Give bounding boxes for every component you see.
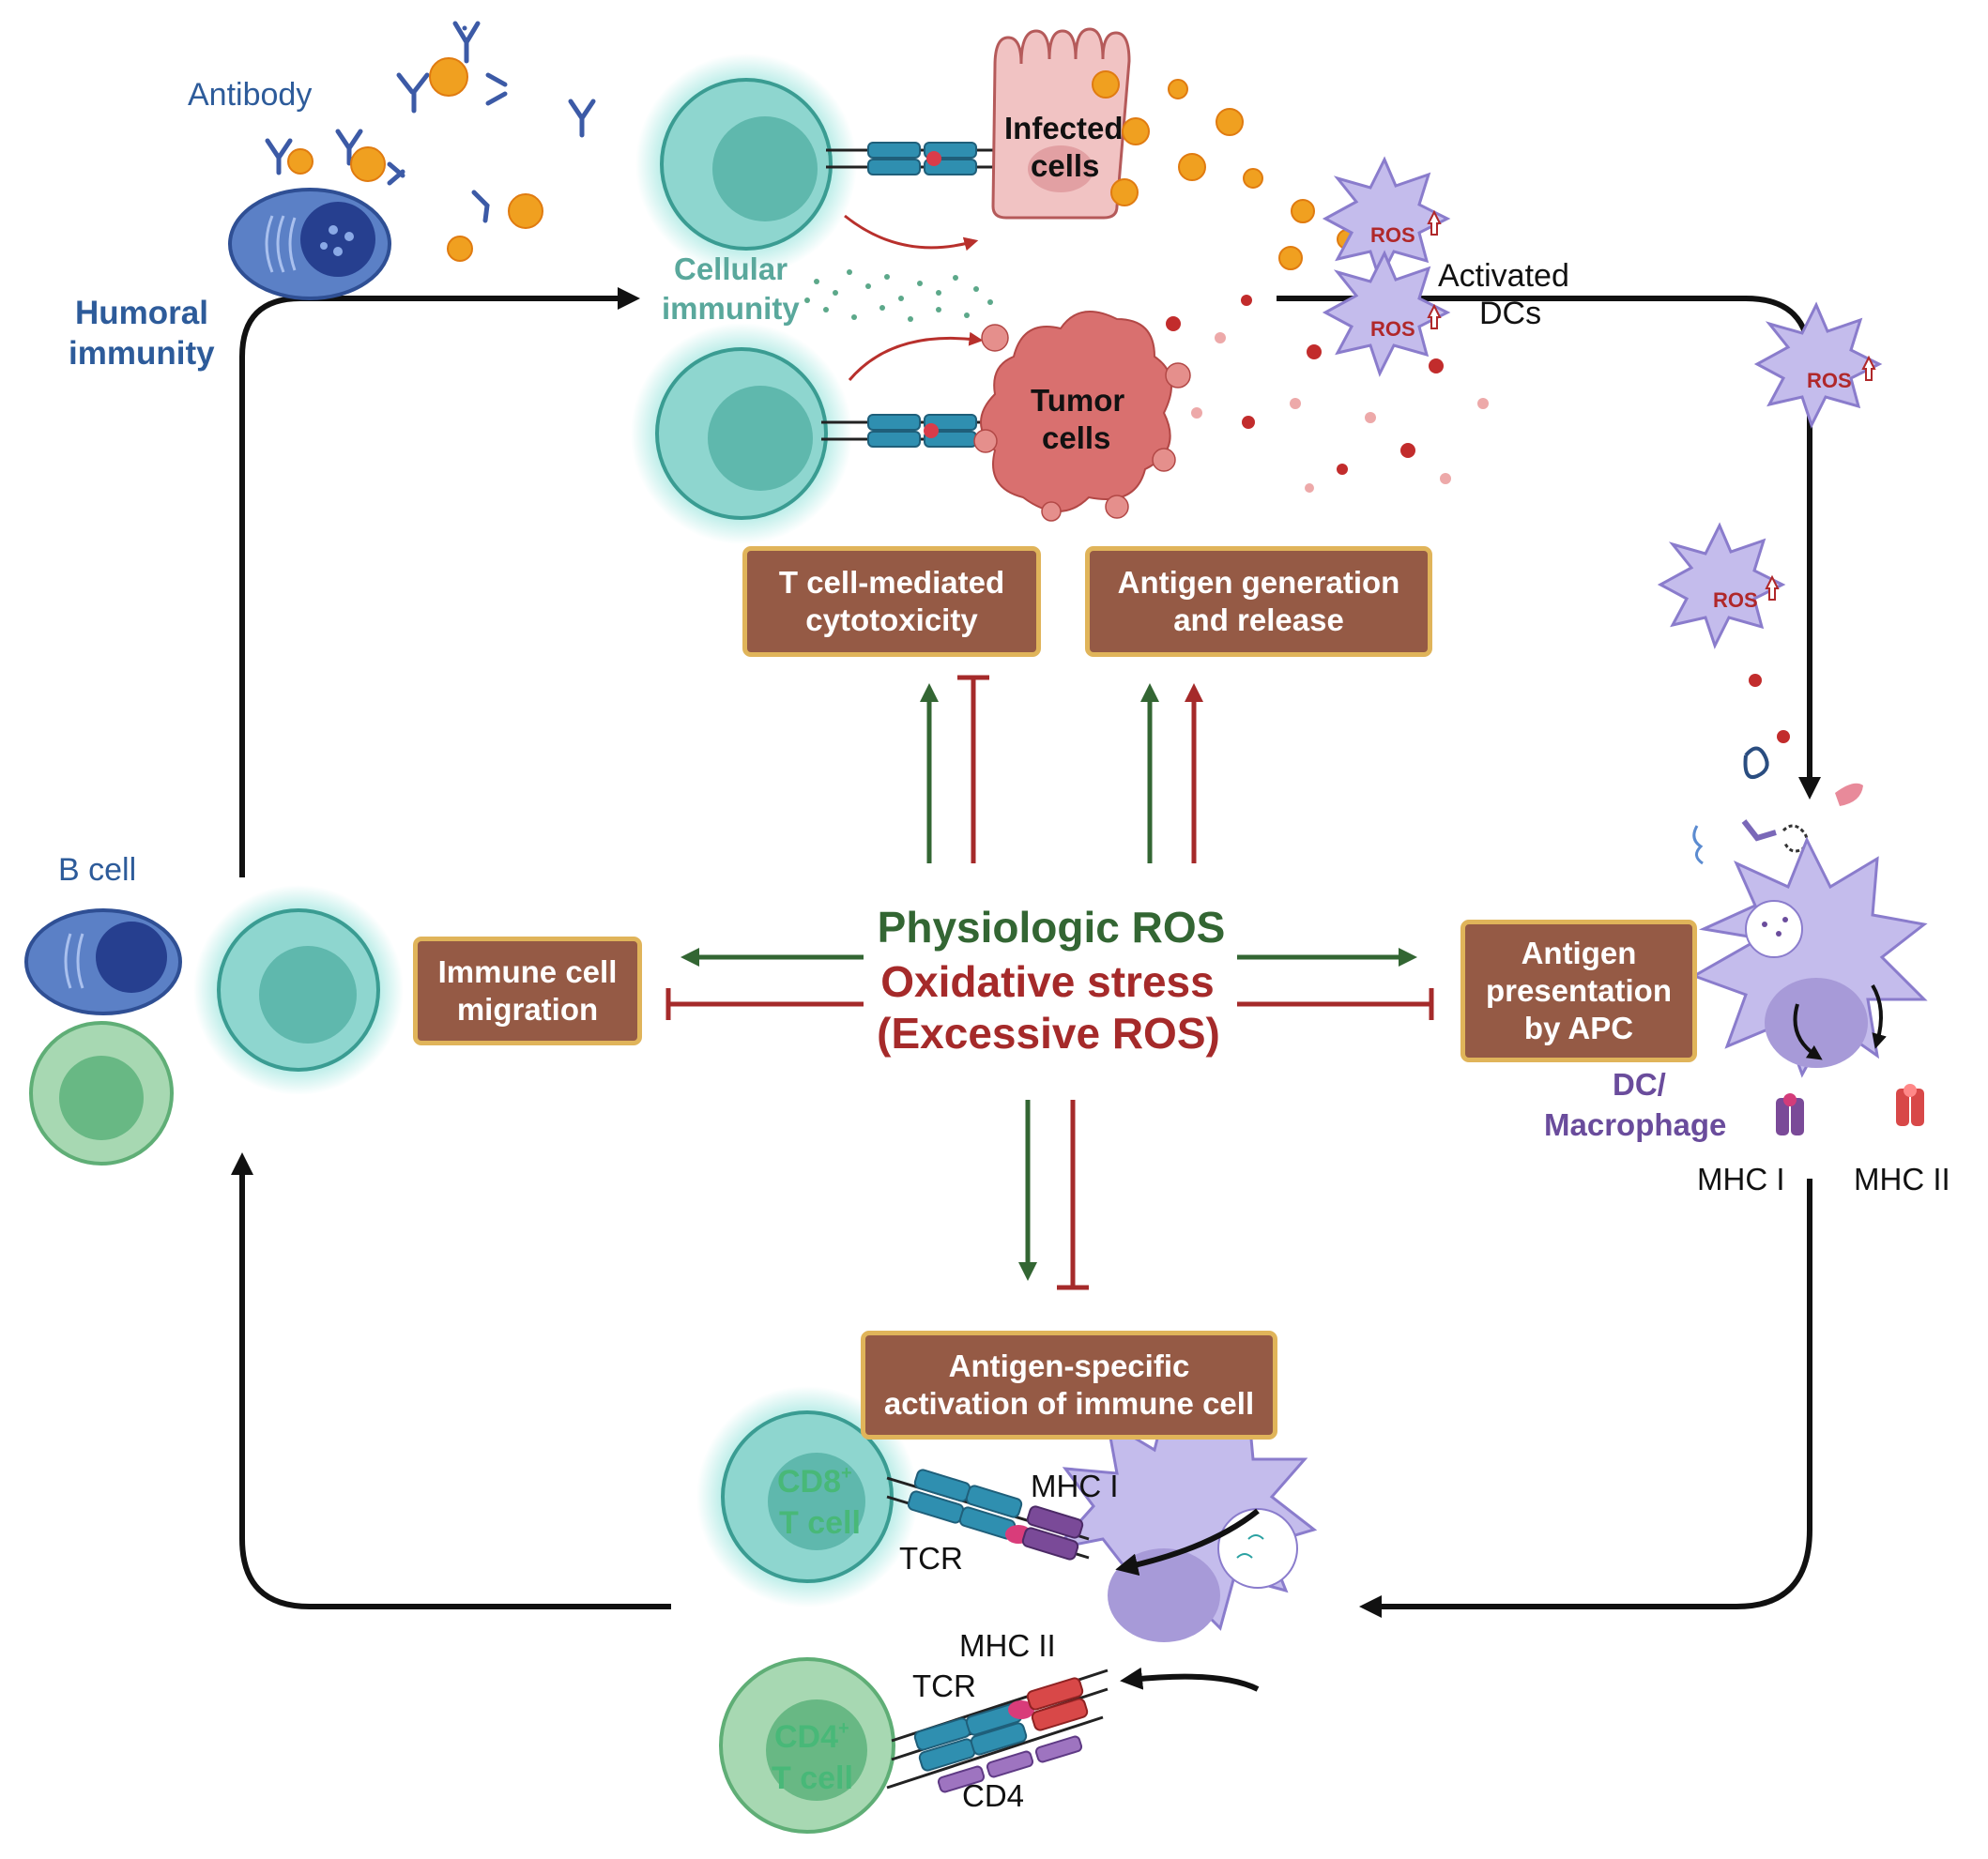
arrow-apc-to-activation	[1359, 1179, 1812, 1618]
arrow-activated-dcs-down	[1277, 296, 1821, 800]
mhc-i-icon-right	[1776, 1093, 1804, 1135]
tumor-cells-label-line2: cells	[1042, 420, 1110, 455]
activated-dcs-label-line2: DCs	[1479, 296, 1541, 331]
ros-label-4: ROS	[1713, 588, 1758, 612]
infected-cells-label-line2: cells	[1031, 148, 1099, 183]
cellular-immunity-group: Cellular immunity	[631, 53, 1004, 544]
cd4-t-cell-label-line2: T cell	[772, 1760, 853, 1796]
humoral-immunity-label-line1: Humoral	[75, 295, 208, 331]
tumor-cells-group: Tumor cells	[973, 295, 1489, 522]
dc-icon-2: ROS	[1322, 250, 1451, 377]
dc-macrophage-label-line1: DC/	[1613, 1067, 1666, 1102]
infected-cells-group: Infected cells	[991, 27, 1357, 270]
arrow-activation-to-bcell	[231, 1152, 671, 1609]
kill-arrow-tumor	[848, 331, 984, 381]
cellular-immunity-label-line2: immunity	[662, 291, 800, 326]
dc-icon-3: ROS	[1753, 301, 1883, 429]
box-antigen-presentation: Antigen presentation by APC	[1460, 920, 1697, 1062]
antibody-icons	[265, 21, 596, 223]
box-antigen-generation: Antigen generation and release	[1085, 546, 1432, 657]
tcr-label-bottom: TCR	[912, 1669, 976, 1703]
dc-macrophage-group: DC/ Macrophage MHC I MHC II	[1544, 836, 1950, 1196]
box-antigen-specific-activation: Antigen-specific activation of immune ce…	[861, 1331, 1277, 1440]
plasma-cell-nucleus	[300, 202, 375, 277]
cd8-t-cell-label-line2: T cell	[779, 1505, 861, 1541]
tcr-mhc-ii-complex	[886, 1669, 1109, 1793]
mhc-i-label-bottom: MHC I	[1031, 1469, 1119, 1503]
humoral-immunity-group: Antibody Humoral immunity	[69, 21, 596, 372]
cd8-t-cell-label-line1: CD8+	[777, 1463, 852, 1500]
dc-macrophage-label-line2: Macrophage	[1544, 1107, 1726, 1142]
mhc-ii-label-bottom: MHC II	[959, 1628, 1056, 1663]
regulation-arrows	[665, 675, 1434, 1290]
cd4-label: CD4	[962, 1778, 1024, 1813]
box-immune-cell-migration: Immune cell migration	[413, 937, 642, 1045]
physiologic-ros-label: Physiologic ROS	[877, 903, 1226, 952]
antigen-debris	[1692, 746, 1863, 865]
activation-synapse-group: CD8+ T cell CD4+ T cell MHC I TCR MHC II…	[696, 1386, 1318, 1834]
b-cell-group: B cell	[24, 852, 404, 1166]
virus-icons	[287, 57, 543, 262]
ros-label-3: ROS	[1807, 369, 1852, 392]
infected-cells-label-line1: Infected	[1004, 111, 1124, 145]
b-cell-label: B cell	[58, 852, 136, 888]
antibody-label: Antibody	[188, 77, 312, 113]
tcr-mhc-i-complex	[886, 1469, 1090, 1561]
mhc-ii-icon-right	[1896, 1084, 1924, 1126]
arrow-bcell-to-cellular	[239, 287, 640, 877]
ros-label-2: ROS	[1370, 317, 1415, 341]
tcr-label-top: TCR	[899, 1541, 963, 1576]
t-cell-top-nucleus	[712, 116, 818, 221]
cd4-t-cell-label-line1: CD4+	[774, 1718, 849, 1755]
excessive-ros-label: (Excessive ROS)	[877, 1009, 1220, 1058]
mhc-ii-label-right: MHC II	[1854, 1162, 1950, 1196]
tumor-cells-label-line1: Tumor	[1031, 383, 1124, 418]
present-arrow-mhc-i	[1115, 1508, 1260, 1577]
cellular-immunity-label-line1: Cellular	[674, 251, 788, 286]
dc-icon-1: ROS	[1322, 156, 1451, 283]
t-cell-bottom-nucleus	[708, 386, 813, 491]
humoral-immunity-label-line2: immunity	[69, 335, 215, 372]
box-t-cell-cytotoxicity: T cell-mediated cytotoxicity	[742, 546, 1041, 657]
ros-label-1: ROS	[1370, 223, 1415, 247]
dc-icon-4: ROS	[1657, 522, 1786, 649]
kill-arrow-infected	[844, 214, 979, 251]
oxidative-stress-label: Oxidative stress	[880, 957, 1215, 1006]
activated-dcs-group: ROS ROS ROS ROS Activated DCs	[1322, 156, 1883, 743]
mhc-i-label-right: MHC I	[1697, 1162, 1785, 1196]
present-arrow-mhc-ii	[1120, 1667, 1260, 1692]
activated-dcs-label-line1: Activated	[1438, 258, 1569, 294]
